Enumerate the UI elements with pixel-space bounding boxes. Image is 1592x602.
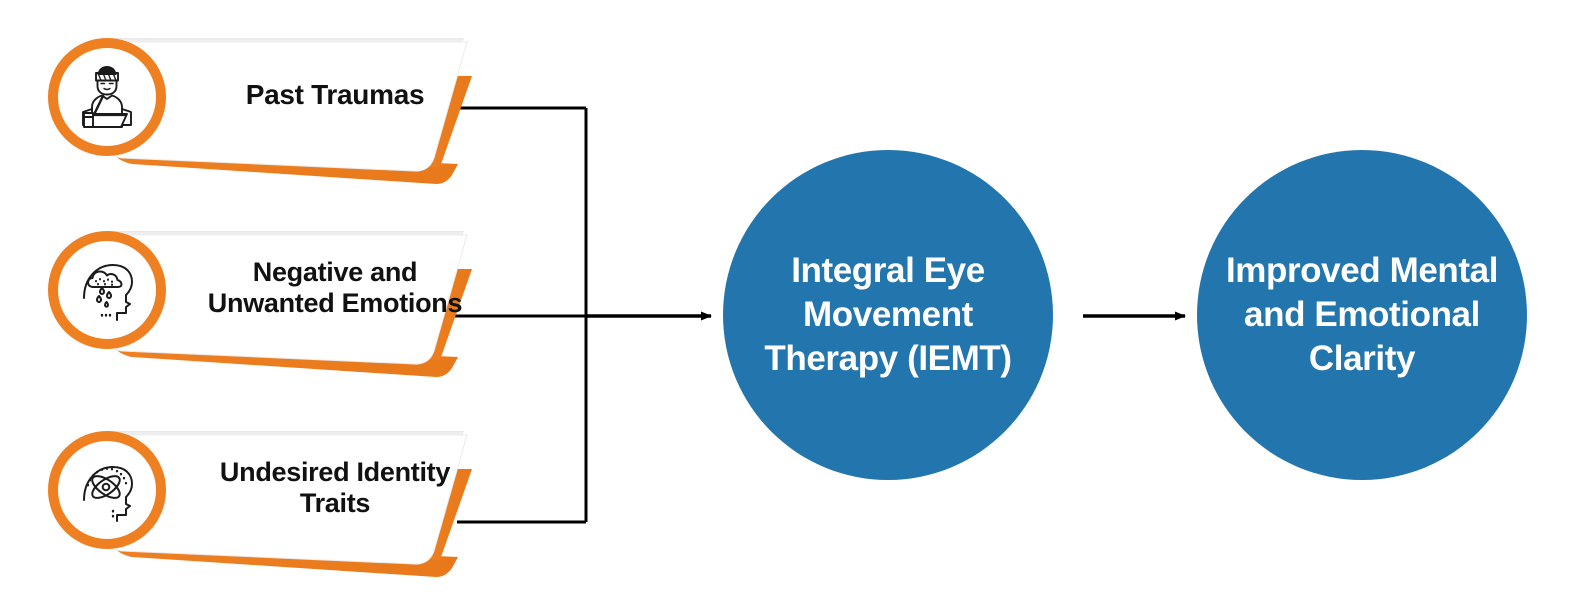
card-label-negative-emotions: Negative and Unwanted Emotions (207, 257, 463, 318)
process-bubble-iemt[interactable]: Integral Eye Movement Therapy (IEMT) (723, 150, 1053, 480)
card-shape (107, 38, 472, 184)
outcome-bubble-clarity[interactable]: Improved Mental and Emotional Clarity (1197, 150, 1527, 480)
card-shape (107, 431, 472, 577)
icon-badge-identity-traits (48, 431, 166, 549)
head-rain-cloud-icon (83, 264, 133, 321)
head-atom-icon (83, 466, 133, 522)
input-card-past-traumas[interactable]: Past Traumas (40, 32, 510, 192)
icon-badge-negative-emotions (48, 231, 166, 349)
card-shape (107, 231, 472, 377)
process-bubble-label: Integral Eye Movement Therapy (IEMT) (764, 251, 1012, 378)
input-card-identity-traits[interactable]: Undesired Identity Traits (40, 425, 510, 585)
outcome-bubble-label: Improved Mental and Emotional Clarity (1225, 251, 1499, 378)
card-label-past-traumas: Past Traumas (245, 78, 425, 110)
injured-person-sling-icon (82, 66, 132, 128)
input-card-negative-emotions[interactable]: Negative and Unwanted Emotions (40, 225, 510, 385)
icon-badge-past-traumas (48, 38, 166, 156)
card-label-identity-traits: Undesired Identity Traits (219, 457, 451, 518)
